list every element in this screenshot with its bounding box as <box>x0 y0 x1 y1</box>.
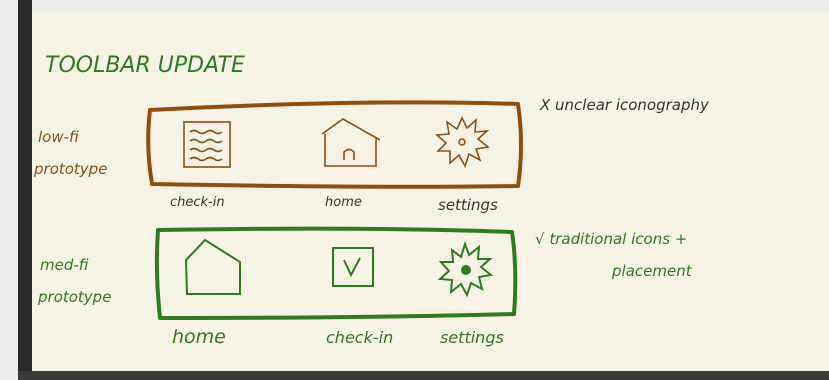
checkbox-icon <box>332 247 374 287</box>
med-fi-item-1-label: home <box>172 326 226 348</box>
home-icon <box>184 238 241 295</box>
gear-icon <box>437 240 494 298</box>
window-bottom-edge <box>18 371 829 380</box>
med-fi-item-3-label: settings <box>440 328 504 347</box>
med-fi-label-line1: med-fi <box>40 256 89 274</box>
low-fi-item-3-label: settings <box>438 196 498 214</box>
gear-icon <box>435 116 490 168</box>
low-fi-item-1-label: check-in <box>170 195 225 210</box>
med-fi-toolbar-box <box>154 226 518 320</box>
med-fi-note-line1: √ traditional icons + <box>535 230 687 248</box>
check-in-list-icon <box>183 121 231 168</box>
med-fi-note-line2: placement <box>611 262 693 280</box>
low-fi-label-line1: low-fi <box>38 128 79 146</box>
sketch-canvas <box>32 12 829 371</box>
low-fi-note: X unclear iconography <box>539 96 710 114</box>
home-icon <box>321 118 381 167</box>
window-left-edge <box>18 0 32 380</box>
diagram-title: TOOLBAR UPDATE <box>45 53 245 78</box>
med-fi-label-line2: prototype <box>37 288 111 306</box>
low-fi-label-line2: prototype <box>33 160 107 178</box>
low-fi-toolbar-box <box>146 100 523 189</box>
low-fi-item-2-label: home <box>325 195 362 210</box>
med-fi-item-2-label: check-in <box>326 328 393 347</box>
